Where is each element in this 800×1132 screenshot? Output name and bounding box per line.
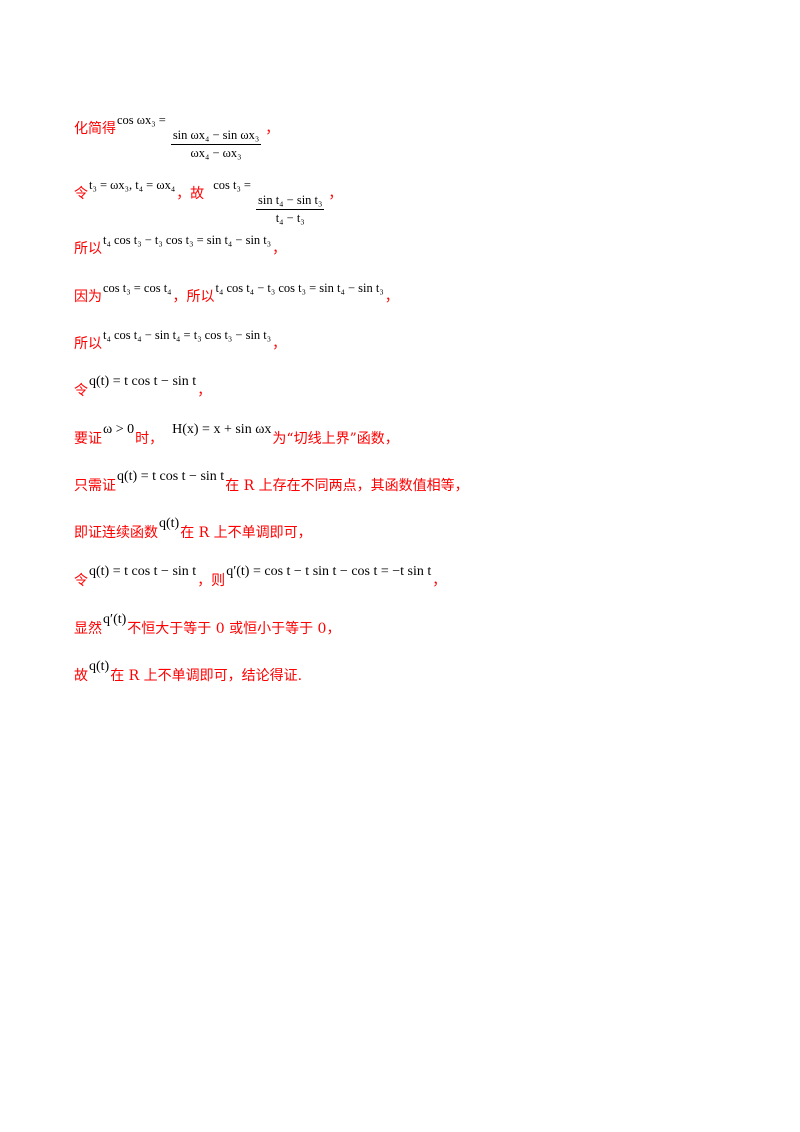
line-6-suffix: ， [197, 383, 212, 399]
line-3-prefix: 所以 [74, 241, 102, 257]
line-1-suffix: ， [265, 121, 280, 137]
line-1-numerator: sin ωx₄ − sin ωx₃ [170, 128, 262, 145]
proof-line-10: 令 q(t) = t cos t − sin t ，则 q′(t) = cos … [74, 564, 447, 590]
line-6-prefix: 令 [74, 383, 88, 399]
line-2-math-1: t₃ = ωx₃, t₄ = ωx₄ [89, 178, 176, 192]
proof-line-5: 所以 t₄ cos t₄ − sin t₄ = t₃ cos t₃ − sin … [74, 328, 287, 353]
line-4-suffix: ， [384, 289, 399, 305]
line-11-suffix: 不恒大于等于 0 或恒小于等于 0， [127, 621, 341, 637]
line-3-math-1: t₄ cos t₃ − t₃ cos t₃ = sin t₄ − sin t₃ [103, 233, 272, 247]
proof-line-9: 即证连续函数 q(t) 在 R 上不单调即可， [74, 516, 312, 542]
line-7-math-2: H(x) = x + sin ωx [172, 422, 272, 437]
line-1-prefix: 化简得 [74, 121, 116, 137]
line-6-math-1: q(t) = t cos t − sin t [89, 374, 197, 389]
proof-line-12: 故 q(t) 在 R 上不单调即可，结论得证. [74, 659, 303, 685]
line-4-math-2: t₄ cos t₄ − t₃ cos t₃ = sin t₄ − sin t₃ [215, 281, 384, 295]
line-8-suffix: 在 R 上存在不同两点，其函数值相等， [225, 478, 469, 494]
line-2-prefix: 令 [74, 186, 88, 202]
line-9-math-1: q(t) [159, 516, 180, 531]
line-4-mid: ，所以 [172, 289, 215, 305]
proof-line-4: 因为 cos t₃ = cos t₄ ，所以 t₄ cos t₄ − t₃ co… [74, 281, 399, 306]
line-11-prefix: 显然 [74, 621, 102, 637]
line-7-mid: 时， [135, 431, 164, 447]
line-2-suffix: ， [328, 186, 343, 202]
line-2-fraction: sin t₄ − sin t₃ t₄ − t₃ [255, 193, 325, 226]
line-12-math-1: q(t) [89, 659, 110, 674]
line-10-math-1: q(t) = t cos t − sin t [89, 564, 197, 579]
line-10-math-2: q′(t) = cos t − t sin t − cos t = −t sin… [226, 564, 432, 579]
proof-line-3: 所以 t₄ cos t₃ − t₃ cos t₃ = sin t₄ − sin … [74, 233, 287, 258]
line-5-math-1: t₄ cos t₄ − sin t₄ = t₃ cos t₃ − sin t₃ [103, 328, 272, 342]
line-10-mid: ，则 [197, 573, 226, 589]
proof-line-8: 只需证 q(t) = t cos t − sin t 在 R 上存在不同两点，其… [74, 469, 469, 495]
line-9-prefix: 即证连续函数 [74, 525, 158, 541]
line-11-math-1: q′(t) [103, 612, 127, 627]
line-1-fraction: sin ωx₄ − sin ωx₃ ωx₄ − ωx₃ [170, 128, 262, 161]
proof-line-11: 显然 q′(t) 不恒大于等于 0 或恒小于等于 0， [74, 612, 341, 638]
line-2-denominator: t₄ − t₃ [275, 211, 305, 225]
line-12-suffix: 在 R 上不单调即可，结论得证. [110, 668, 303, 684]
line-8-prefix: 只需证 [74, 478, 116, 494]
line-9-suffix: 在 R 上不单调即可， [180, 525, 312, 541]
line-7-prefix: 要证 [74, 431, 102, 447]
line-10-suffix: ， [432, 573, 447, 589]
proof-line-2: 令 t₃ = ωx₃, t₄ = ωx₄ ，故 cos t₃ = sin t₄ … [74, 178, 343, 225]
proof-line-6: 令 q(t) = t cos t − sin t ， [74, 374, 212, 400]
line-7-math-1: ω > 0 [103, 422, 135, 437]
line-4-math-1: cos t₃ = cos t₄ [103, 281, 172, 295]
line-8-math-1: q(t) = t cos t − sin t [117, 469, 225, 484]
line-1-denominator: ωx₄ − ωx₃ [190, 146, 242, 160]
line-10-prefix: 令 [74, 573, 88, 589]
line-7-suffix: 为“切线上界”函数， [272, 431, 399, 447]
line-12-prefix: 故 [74, 668, 88, 684]
line-2-numerator: sin t₄ − sin t₃ [255, 193, 325, 210]
proof-line-7: 要证 ω > 0 时， H(x) = x + sin ωx 为“切线上界”函数， [74, 422, 399, 448]
line-5-prefix: 所以 [74, 336, 102, 352]
line-4-prefix: 因为 [74, 289, 102, 305]
line-2-mid: ，故 [176, 186, 205, 202]
line-5-suffix: ， [272, 336, 287, 352]
proof-line-1: 化简得 cos ωx₃ = sin ωx₄ − sin ωx₃ ωx₄ − ωx… [74, 113, 280, 160]
line-2-lhs: cos t₃ = [213, 178, 251, 192]
line-1-lhs: cos ωx₃ = [117, 113, 166, 127]
line-3-suffix: ， [272, 241, 287, 257]
